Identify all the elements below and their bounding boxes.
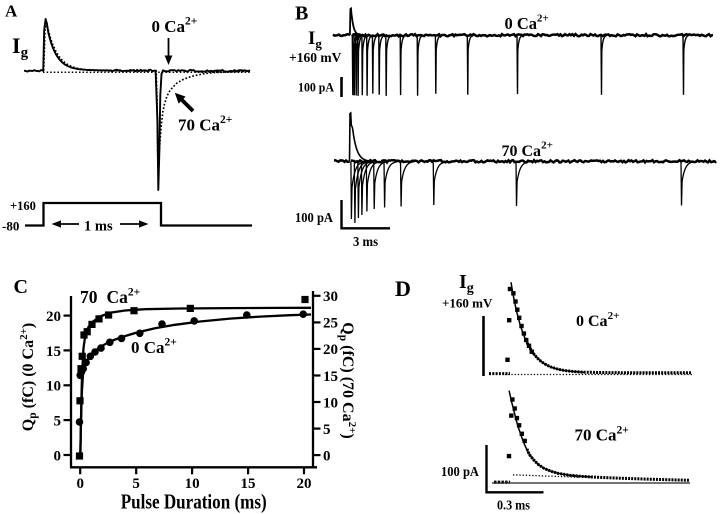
svg-text:Ig: Ig [308, 28, 322, 51]
svg-text:-80: -80 [2, 219, 19, 234]
svg-text:100 pA: 100 pA [441, 464, 479, 479]
svg-text:20: 20 [46, 309, 61, 325]
svg-text:10: 10 [323, 395, 338, 411]
svg-text:20: 20 [297, 476, 312, 492]
svg-text:3 ms: 3 ms [353, 234, 378, 249]
svg-text:0 Ca2+: 0 Ca2+ [152, 16, 198, 37]
svg-text:5: 5 [132, 476, 140, 492]
svg-text:70 Ca2+: 70 Ca2+ [575, 425, 629, 445]
svg-text:Ig: Ig [459, 271, 474, 296]
svg-text:0 Ca2+: 0 Ca2+ [505, 13, 549, 34]
svg-text:B: B [295, 3, 308, 25]
svg-text:5: 5 [54, 413, 62, 429]
svg-text:0 Ca2+: 0 Ca2+ [576, 310, 619, 330]
svg-text:A: A [5, 2, 18, 21]
svg-text:10: 10 [46, 379, 61, 395]
svg-text:15: 15 [241, 476, 256, 492]
svg-text:70 Ca2+: 70 Ca2+ [502, 140, 553, 161]
svg-text:+160 mV: +160 mV [289, 50, 342, 65]
svg-text:+160 mV: +160 mV [442, 296, 493, 311]
svg-text:100 pA: 100 pA [298, 80, 335, 95]
svg-text:0.3 ms: 0.3 ms [497, 498, 530, 513]
svg-text:C: C [14, 276, 28, 298]
svg-text:20: 20 [323, 342, 338, 358]
svg-text:70 Ca2+: 70 Ca2+ [178, 114, 232, 135]
svg-text:30: 30 [323, 289, 338, 305]
svg-text:Qp (fC) (70 Ca2+): Qp (fC) (70 Ca2+) [337, 322, 358, 438]
svg-text:0: 0 [54, 448, 62, 464]
svg-text:Qp (fC) (0 Ca2+): Qp (fC) (0 Ca2+) [18, 323, 39, 431]
svg-text:5: 5 [323, 422, 331, 438]
svg-text:15: 15 [46, 344, 61, 360]
svg-text:10: 10 [185, 476, 200, 492]
svg-text:0: 0 [323, 448, 331, 464]
svg-text:1 ms: 1 ms [84, 219, 113, 235]
svg-text:0: 0 [76, 476, 84, 492]
svg-text:15: 15 [323, 369, 338, 385]
svg-text:+160: +160 [10, 199, 36, 213]
svg-text:0 Ca2+: 0 Ca2+ [131, 337, 177, 358]
svg-text:Pulse Duration (ms): Pulse Duration (ms) [121, 490, 267, 514]
svg-text:D: D [395, 276, 411, 301]
svg-text:Ig: Ig [12, 33, 29, 61]
svg-text:25: 25 [323, 316, 338, 332]
svg-text:100 pA: 100 pA [295, 210, 333, 225]
